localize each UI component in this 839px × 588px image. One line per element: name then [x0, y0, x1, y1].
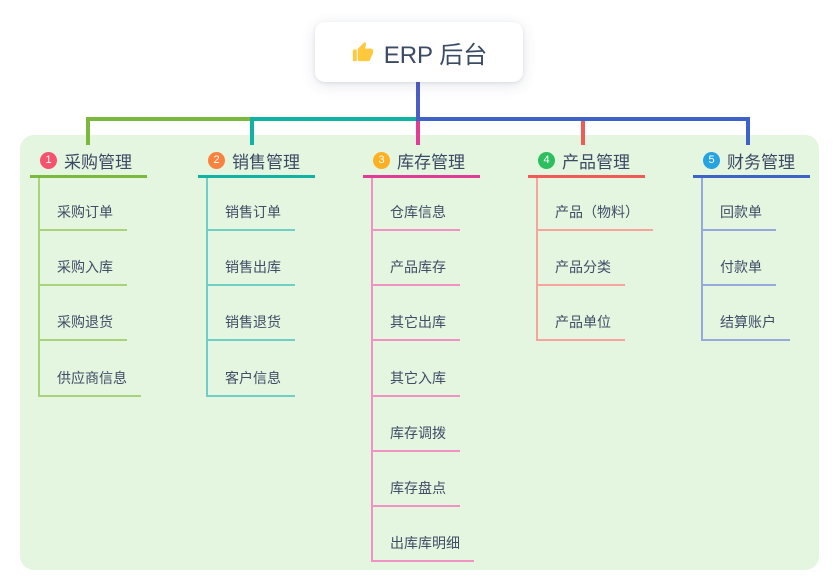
branch-number-badge: 1 — [40, 151, 57, 169]
mindmap-child-node[interactable]: 采购退货 — [38, 312, 127, 342]
mindmap-child-node[interactable]: 采购订单 — [38, 202, 127, 231]
mindmap-child-node[interactable]: 产品分类 — [536, 257, 625, 287]
mindmap-child-node[interactable]: 供应商信息 — [38, 368, 141, 397]
mindmap-child-node[interactable]: 仓库信息 — [371, 202, 460, 231]
branch-title-label: 采购管理 — [64, 152, 132, 172]
root-node[interactable]: ERP 后台 — [315, 22, 523, 82]
connector-h-branch-5 — [416, 117, 750, 121]
mindmap-panel — [20, 135, 819, 570]
branch-child-rail-2 — [206, 178, 208, 397]
mindmap-child-node[interactable]: 产品单位 — [536, 312, 625, 342]
mindmap-child-node[interactable]: 库存调拨 — [371, 423, 460, 452]
branch-number-badge: 4 — [538, 151, 555, 169]
mindmap-child-node[interactable]: 采购入库 — [38, 257, 127, 287]
mindmap-child-node[interactable]: 产品（物料） — [536, 202, 653, 231]
branch-title-label: 产品管理 — [562, 152, 630, 172]
mindmap-child-node[interactable]: 付款单 — [701, 257, 776, 287]
mindmap-child-node[interactable]: 其它出库 — [371, 312, 460, 342]
connector-root-trunk — [416, 82, 420, 121]
branch-number-badge: 5 — [703, 151, 720, 169]
root-label: ERP 后台 — [383, 41, 488, 69]
mindmap-child-node[interactable]: 销售出库 — [206, 257, 295, 287]
branch-child-rail-4 — [536, 178, 538, 342]
branch-underline-1 — [30, 175, 147, 178]
branch-underline-5 — [693, 175, 810, 178]
mindmap-child-node[interactable]: 库存盘点 — [371, 478, 460, 507]
branch-child-rail-1 — [38, 178, 40, 397]
mindmap-child-node[interactable]: 出库库明细 — [371, 533, 474, 563]
branch-underline-2 — [198, 175, 315, 178]
branch-title-5[interactable]: 5 财务管理 — [703, 150, 795, 172]
mindmap-child-node[interactable]: 结算账户 — [701, 312, 790, 342]
mindmap-child-node[interactable]: 回款单 — [701, 202, 776, 231]
branch-child-rail-3 — [371, 178, 373, 563]
connector-h-branch-2 — [250, 117, 420, 121]
connector-drop-branch-5 — [746, 121, 750, 145]
connector-drop-branch-1 — [86, 121, 90, 145]
branch-underline-3 — [363, 175, 480, 178]
branch-title-2[interactable]: 2 销售管理 — [208, 150, 300, 172]
connector-drop-branch-2 — [250, 121, 254, 145]
thumbs-up-icon — [351, 41, 374, 64]
connector-drop-branch-3 — [416, 121, 420, 145]
connector-drop-branch-4 — [581, 121, 585, 145]
mindmap-child-node[interactable]: 其它入库 — [371, 368, 460, 397]
branch-underline-4 — [528, 175, 645, 178]
branch-title-3[interactable]: 3 库存管理 — [373, 150, 465, 172]
mindmap-child-node[interactable]: 销售订单 — [206, 202, 295, 231]
branch-title-label: 销售管理 — [232, 152, 300, 172]
branch-title-4[interactable]: 4 产品管理 — [538, 150, 630, 172]
mindmap-child-node[interactable]: 产品库存 — [371, 257, 460, 287]
branch-child-rail-5 — [701, 178, 703, 342]
branch-title-1[interactable]: 1 采购管理 — [40, 150, 132, 172]
mindmap-child-node[interactable]: 销售退货 — [206, 312, 295, 342]
mindmap-child-node[interactable]: 客户信息 — [206, 368, 295, 397]
branch-number-badge: 3 — [373, 151, 390, 169]
branch-number-badge: 2 — [208, 151, 225, 169]
branch-title-label: 财务管理 — [727, 152, 795, 172]
branch-title-label: 库存管理 — [397, 152, 465, 172]
